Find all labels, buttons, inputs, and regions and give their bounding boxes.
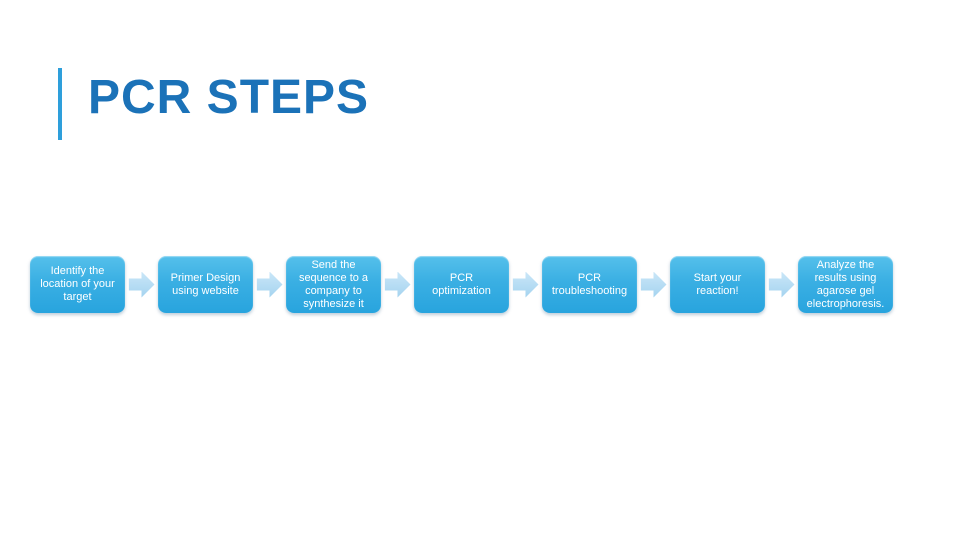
process-step-label: Start your reaction! — [693, 271, 742, 297]
arrow-right-icon — [128, 271, 155, 298]
process-step-5: PCR troubleshooting — [542, 256, 637, 313]
slide-title: PCR STEPS — [88, 71, 370, 124]
arrow-right-icon — [640, 271, 667, 298]
process-step-label: PCR optimization — [432, 271, 491, 297]
process-step-label: Identify the location of your target — [40, 265, 115, 303]
arrow-right-icon — [768, 271, 795, 298]
process-step-3: Send the sequence to a company to synthe… — [286, 256, 381, 313]
process-step-label: Analyze the results using agarose gel el… — [806, 258, 885, 310]
arrow-right-icon — [512, 271, 539, 298]
process-step-label: Send the sequence to a company to synthe… — [298, 258, 369, 310]
process-step-label: Primer Design using website — [170, 271, 241, 297]
process-step-label: PCR troubleshooting — [551, 271, 628, 297]
process-step-4: PCR optimization — [414, 256, 509, 313]
title-accent-bar — [58, 68, 62, 140]
process-flow-diagram: Identify the location of your target Pri… — [30, 256, 893, 313]
process-step-7: Analyze the results using agarose gel el… — [798, 256, 893, 313]
process-step-6: Start your reaction! — [670, 256, 765, 313]
process-step-2: Primer Design using website — [158, 256, 253, 313]
arrow-right-icon — [384, 271, 411, 298]
process-step-1: Identify the location of your target — [30, 256, 125, 313]
arrow-right-icon — [256, 271, 283, 298]
